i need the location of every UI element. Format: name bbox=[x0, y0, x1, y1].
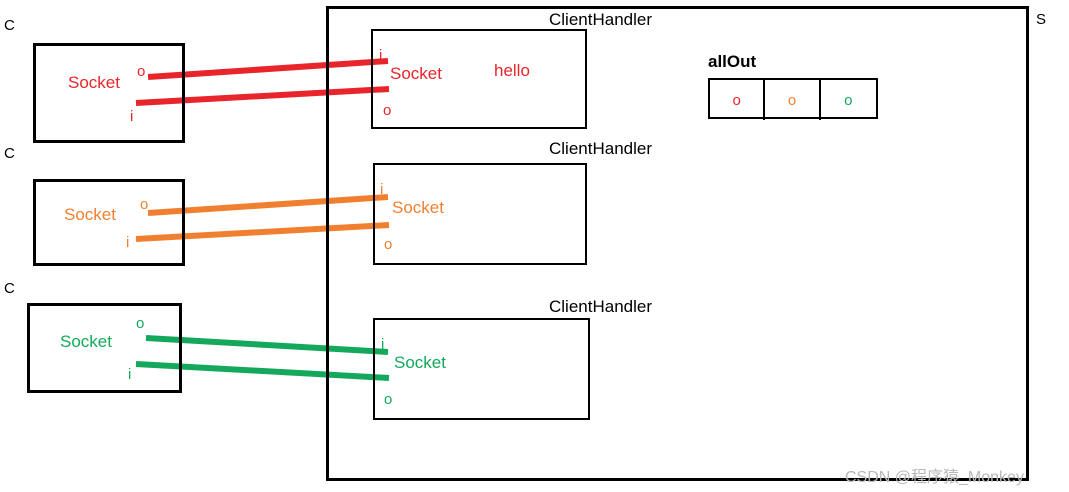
handler-socket-label-2: Socket bbox=[392, 198, 444, 217]
client-socket-label-3: Socket bbox=[60, 332, 112, 351]
allout-dot-1: o bbox=[732, 91, 741, 109]
handler-socket-label-3: Socket bbox=[394, 353, 446, 372]
client-socket-label-2: Socket bbox=[64, 205, 116, 224]
handler-title-2: ClientHandler bbox=[549, 139, 652, 158]
client-in-letter-1: i bbox=[130, 108, 134, 125]
allout-dot-2: o bbox=[787, 91, 797, 109]
handler-title-1: ClientHandler bbox=[549, 10, 652, 29]
client-out-letter-1: o bbox=[137, 63, 146, 80]
handler-out-letter-3: o bbox=[384, 391, 393, 408]
client-in-letter-2: i bbox=[126, 234, 130, 251]
client-label-2: C bbox=[4, 145, 15, 162]
allout-cell-2[interactable]: o bbox=[765, 80, 821, 120]
client-box-1[interactable] bbox=[33, 43, 185, 143]
client-socket-label-1: Socket bbox=[68, 73, 120, 92]
handler-socket-label-1: Socket bbox=[390, 64, 442, 83]
handler-out-letter-2: o bbox=[384, 236, 393, 253]
client-box-3[interactable] bbox=[27, 303, 182, 393]
client-box-2[interactable] bbox=[33, 179, 185, 266]
client-out-letter-2: o bbox=[140, 196, 149, 213]
handler-in-letter-2: i bbox=[380, 181, 384, 198]
server-label: S bbox=[1036, 11, 1047, 28]
allout-box[interactable]: o o o bbox=[708, 78, 878, 120]
server-box[interactable] bbox=[326, 6, 1029, 481]
handler-box-3[interactable] bbox=[373, 318, 590, 420]
client-label-3: C bbox=[4, 280, 15, 297]
allout-cell-1[interactable]: o bbox=[710, 80, 766, 120]
handler-box-1[interactable] bbox=[371, 29, 587, 129]
client-label-1: C bbox=[4, 17, 15, 34]
handler-in-letter-3: i bbox=[381, 336, 385, 353]
allout-title: allOut bbox=[708, 52, 757, 71]
handler-box-2[interactable] bbox=[373, 163, 587, 265]
watermark: CSDN @程序猿_Monkey bbox=[845, 469, 1024, 486]
handler-message-1: hello bbox=[494, 61, 530, 80]
client-in-letter-3: i bbox=[128, 366, 132, 383]
allout-cell-3[interactable]: o bbox=[821, 80, 876, 120]
handler-title-3: ClientHandler bbox=[549, 297, 652, 316]
allout-dot-3: o bbox=[844, 91, 853, 109]
client-out-letter-3: o bbox=[136, 315, 145, 332]
handler-in-letter-1: i bbox=[379, 47, 383, 64]
handler-out-letter-1: o bbox=[383, 102, 392, 119]
